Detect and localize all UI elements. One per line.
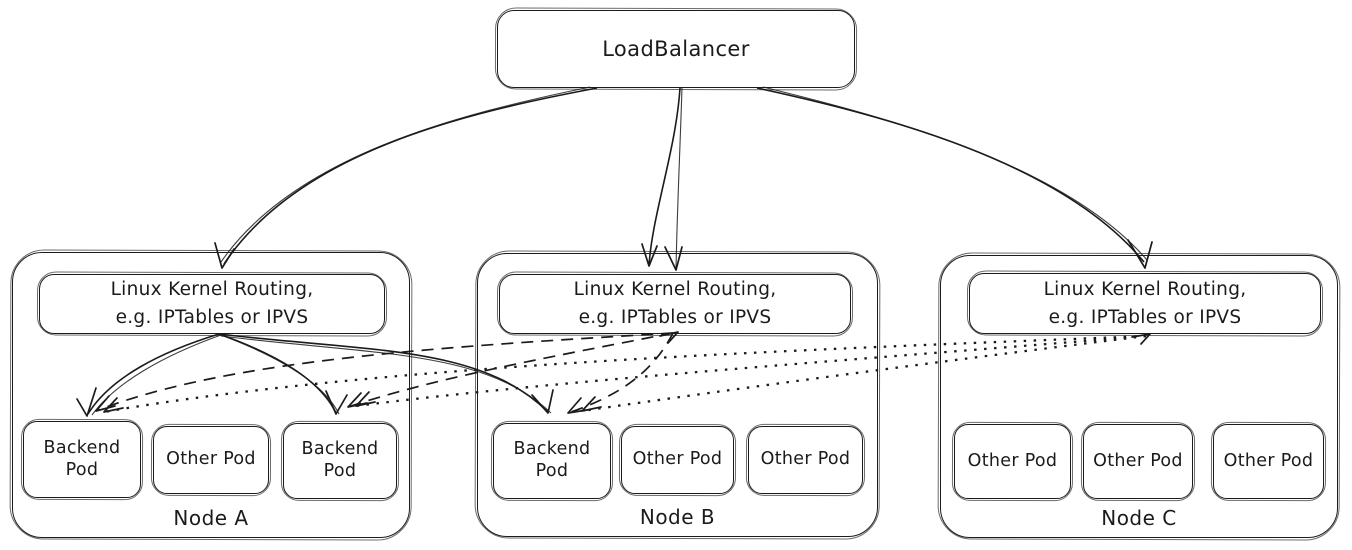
load-balancer-label: LoadBalancer bbox=[602, 37, 750, 61]
kernel-routing-line2: e.g. IPTables or IPVS bbox=[578, 307, 772, 328]
edge-lb-to-node-b-kernel bbox=[641, 87, 683, 271]
node-a-label: Node A bbox=[173, 506, 249, 530]
pod-label: Other Pod bbox=[632, 449, 723, 470]
node-a-backend-pod-right: Backend Pod bbox=[283, 423, 397, 499]
node-b-label: Node B bbox=[639, 505, 716, 529]
pod-label: Backend Pod bbox=[301, 439, 379, 481]
node-b-kernel-routing-box: Linux Kernel Routing, e.g. IPTables or I… bbox=[499, 274, 851, 334]
pod-label: Other Pod bbox=[166, 449, 256, 470]
pod-label: Other Pod bbox=[1093, 450, 1183, 471]
node-a-kernel-routing-box: Linux Kernel Routing, e.g. IPTables or I… bbox=[39, 274, 385, 334]
edge-lb-to-node-c-kernel bbox=[756, 86, 1153, 269]
kernel-routing-line2: e.g. IPTables or IPVS bbox=[115, 307, 309, 328]
node-c-box: Linux Kernel Routing, e.g. IPTables or I… bbox=[940, 255, 1338, 538]
kernel-routing-line2: e.g. IPTables or IPVS bbox=[1048, 306, 1242, 328]
pod-label: Other Pod bbox=[967, 450, 1058, 471]
pod-label: Other Pod bbox=[760, 449, 851, 470]
node-b-box: Linux Kernel Routing, e.g. IPTables or I… bbox=[477, 253, 878, 537]
kernel-routing-line1: Linux Kernel Routing, bbox=[1043, 278, 1247, 300]
node-b-other-pod-1: Other Pod bbox=[621, 426, 734, 494]
edge-lb-to-node-a-kernel bbox=[214, 86, 598, 269]
node-a-backend-pod-left: Backend Pod bbox=[23, 421, 141, 498]
load-balancer-box: LoadBalancer bbox=[497, 10, 855, 88]
pod-label: Backend Pod bbox=[513, 439, 591, 481]
node-c-kernel-routing-box: Linux Kernel Routing, e.g. IPTables or I… bbox=[969, 273, 1321, 334]
pod-label: Backend Pod bbox=[43, 437, 121, 480]
pod-label: Other Pod bbox=[1223, 450, 1314, 471]
node-c-other-pod-2: Other Pod bbox=[1083, 424, 1193, 499]
node-c-other-pod-1: Other Pod bbox=[954, 424, 1071, 499]
kernel-routing-line1: Linux Kernel Routing, bbox=[110, 279, 314, 301]
node-c-other-pod-3: Other Pod bbox=[1213, 424, 1324, 499]
kernel-routing-line1: Linux Kernel Routing, bbox=[573, 279, 777, 301]
node-a-box: Linux Kernel Routing, e.g. IPTables or I… bbox=[12, 252, 410, 538]
node-c-label: Node C bbox=[1101, 506, 1177, 530]
node-b-backend-pod: Backend Pod bbox=[493, 423, 611, 499]
node-b-other-pod-2: Other Pod bbox=[748, 426, 863, 494]
node-a-other-pod: Other Pod bbox=[153, 426, 269, 494]
